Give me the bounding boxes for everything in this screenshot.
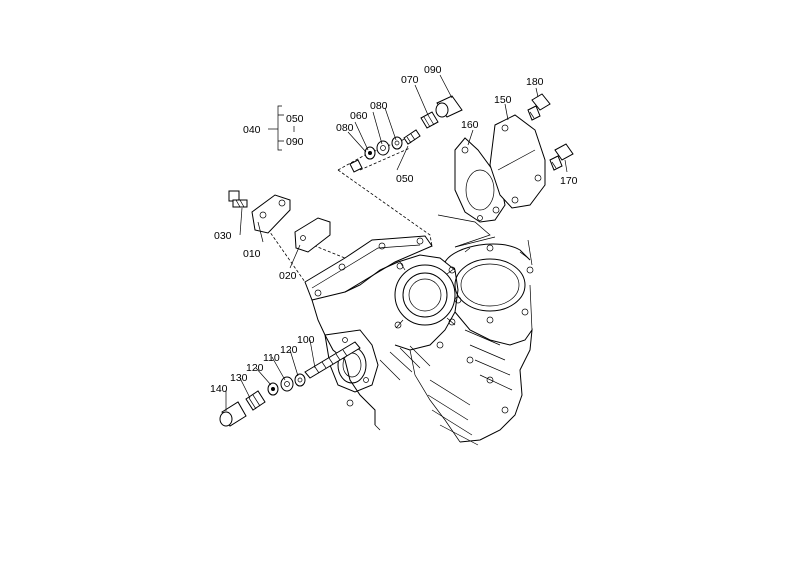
callout-130: 130 xyxy=(230,372,248,384)
callout-100: 100 xyxy=(297,334,315,346)
callout-090-bracket: 090 xyxy=(286,136,304,148)
callout-140: 140 xyxy=(210,383,228,395)
callout-020: 020 xyxy=(279,270,297,282)
part-090-cap xyxy=(435,95,463,118)
callout-180: 180 xyxy=(526,76,544,88)
part-060-nut xyxy=(376,140,390,156)
part-120-washer-upper xyxy=(294,373,306,387)
callout-120-lower: 120 xyxy=(246,362,264,374)
part-030-bolt xyxy=(228,190,248,208)
callout-090: 090 xyxy=(424,64,442,76)
part-150-cover xyxy=(489,114,546,209)
callout-150: 150 xyxy=(494,94,512,106)
callout-050: 050 xyxy=(396,173,414,185)
part-130-fitting xyxy=(245,390,266,411)
callout-030: 030 xyxy=(214,230,232,242)
part-080-washer-left xyxy=(364,146,376,160)
callout-040: 040 xyxy=(243,124,261,136)
part-170-bolt xyxy=(549,143,574,171)
part-050-stud-threaded xyxy=(403,129,421,145)
callout-080-left: 080 xyxy=(336,122,354,134)
part-010-cover-plate xyxy=(251,194,291,234)
part-100-stud xyxy=(304,341,361,379)
callout-010: 010 xyxy=(243,248,261,260)
callout-050-bracket: 050 xyxy=(286,113,304,125)
callout-110: 110 xyxy=(263,352,280,364)
callout-080-right: 080 xyxy=(370,100,388,112)
part-140-cap xyxy=(219,401,247,427)
part-180-bolt xyxy=(527,93,551,121)
leader-lines xyxy=(225,74,568,411)
callout-060: 060 xyxy=(350,110,368,122)
part-050-stud-upper xyxy=(349,159,363,173)
callout-labels: 040 050 090 080 060 080 070 090 050 160 … xyxy=(210,64,578,395)
part-070-fitting xyxy=(420,111,439,129)
part-120-washer-lower xyxy=(267,382,279,396)
callout-070: 070 xyxy=(401,74,419,86)
part-160-gasket xyxy=(454,137,506,223)
part-110-nut xyxy=(280,376,294,392)
callout-160: 160 xyxy=(461,119,479,131)
callout-170: 170 xyxy=(560,175,578,187)
part-080-washer-right xyxy=(391,136,403,150)
callout-120-upper: 120 xyxy=(280,344,298,356)
part-020-gasket xyxy=(294,217,331,253)
engine-housing xyxy=(304,235,534,446)
